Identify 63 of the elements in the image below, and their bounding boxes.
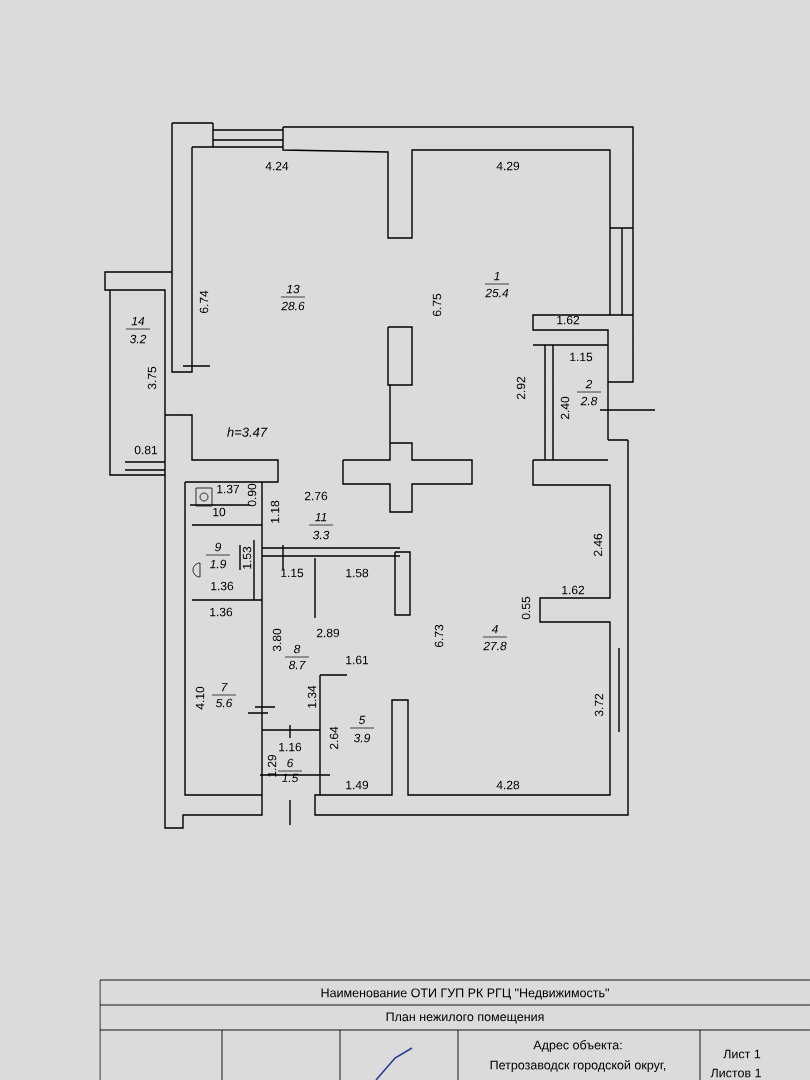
dimension-text: 0.90 — [247, 483, 257, 507]
dimension-text: 1.36 — [211, 581, 234, 591]
dimension-text: 1.15 — [570, 352, 593, 362]
room-area: 1.9 — [209, 559, 227, 569]
dimension-text: 10 — [213, 507, 226, 517]
dimension-text: 1.36 — [210, 607, 233, 617]
dimension-text: 4.10 — [195, 686, 205, 710]
dimension-text: 3.72 — [594, 693, 604, 717]
room-number: 7 — [211, 682, 237, 696]
dimension-text: 1.49 — [346, 780, 369, 790]
dimension-text: 4.24 — [265, 161, 289, 171]
dimension-text: 2.40 — [560, 396, 570, 420]
title-block-text: Петрозаводск городской округ, — [490, 1060, 666, 1072]
dimension-text: 1.62 — [557, 315, 580, 325]
room-area: 3.3 — [312, 530, 330, 540]
room-number: 9 — [205, 542, 231, 556]
dimension-text: 1.15 — [281, 568, 304, 578]
title-block-text: Листов 1 — [710, 1068, 761, 1078]
title-block-text: Лист 1 — [723, 1049, 761, 1059]
room-area: 3.2 — [129, 334, 147, 344]
room-area: 25.4 — [485, 288, 509, 298]
dimension-text: 0.81 — [134, 445, 158, 455]
dimension-text: 1.61 — [346, 655, 369, 665]
dimension-text: 1.53 — [242, 546, 252, 569]
room-number: 14 — [125, 316, 151, 330]
room-number: 8 — [284, 644, 310, 658]
room-number: 2 — [576, 379, 602, 393]
dimension-text: 1.18 — [270, 500, 280, 523]
title-block-text: План нежилого помещения — [386, 1012, 544, 1024]
dimension-text: 0.55 — [521, 596, 531, 620]
ceiling-height: h=3.47 — [227, 427, 268, 437]
room-number: 6 — [277, 758, 303, 772]
title-block-text: Адрес объекта: — [533, 1040, 622, 1052]
dimension-text: 6.74 — [199, 290, 209, 314]
room-area: 5.6 — [215, 698, 233, 708]
dimension-text: 2.76 — [304, 491, 328, 501]
dimension-text: 3.80 — [272, 628, 282, 652]
dimension-text: 2.92 — [516, 376, 526, 400]
dimension-text: 4.29 — [496, 161, 520, 171]
room-area: 1.5 — [281, 773, 299, 783]
dimension-text: 6.75 — [432, 293, 442, 317]
room-number: 13 — [280, 284, 306, 298]
room-number: 11 — [308, 512, 334, 526]
dimension-text: 6.73 — [434, 624, 444, 648]
room-number: 5 — [349, 715, 375, 729]
title-block-text: Наименование ОТИ ГУП РК РГЦ "Недвижимость" — [321, 988, 609, 1000]
dimension-text: 1.16 — [279, 742, 302, 752]
dimension-text: 1.62 — [562, 585, 585, 595]
room-area: 28.6 — [281, 301, 305, 311]
room-area: 2.8 — [580, 396, 598, 406]
dimension-text: 3.75 — [147, 366, 157, 390]
room-area: 27.8 — [483, 641, 507, 651]
dimension-text: 2.46 — [593, 533, 603, 557]
dimension-text: 1.37 — [217, 484, 240, 494]
dimension-text: 2.64 — [329, 726, 339, 750]
room-area: 8.7 — [288, 660, 306, 670]
room-area: 3.9 — [353, 733, 371, 743]
dimension-text: 4.28 — [496, 780, 520, 790]
dimension-text: 1.58 — [346, 568, 369, 578]
room-number: 4 — [482, 624, 508, 638]
dimension-text: 2.89 — [316, 628, 340, 638]
dimension-text: 1.34 — [307, 685, 317, 708]
room-number: 1 — [484, 271, 510, 285]
